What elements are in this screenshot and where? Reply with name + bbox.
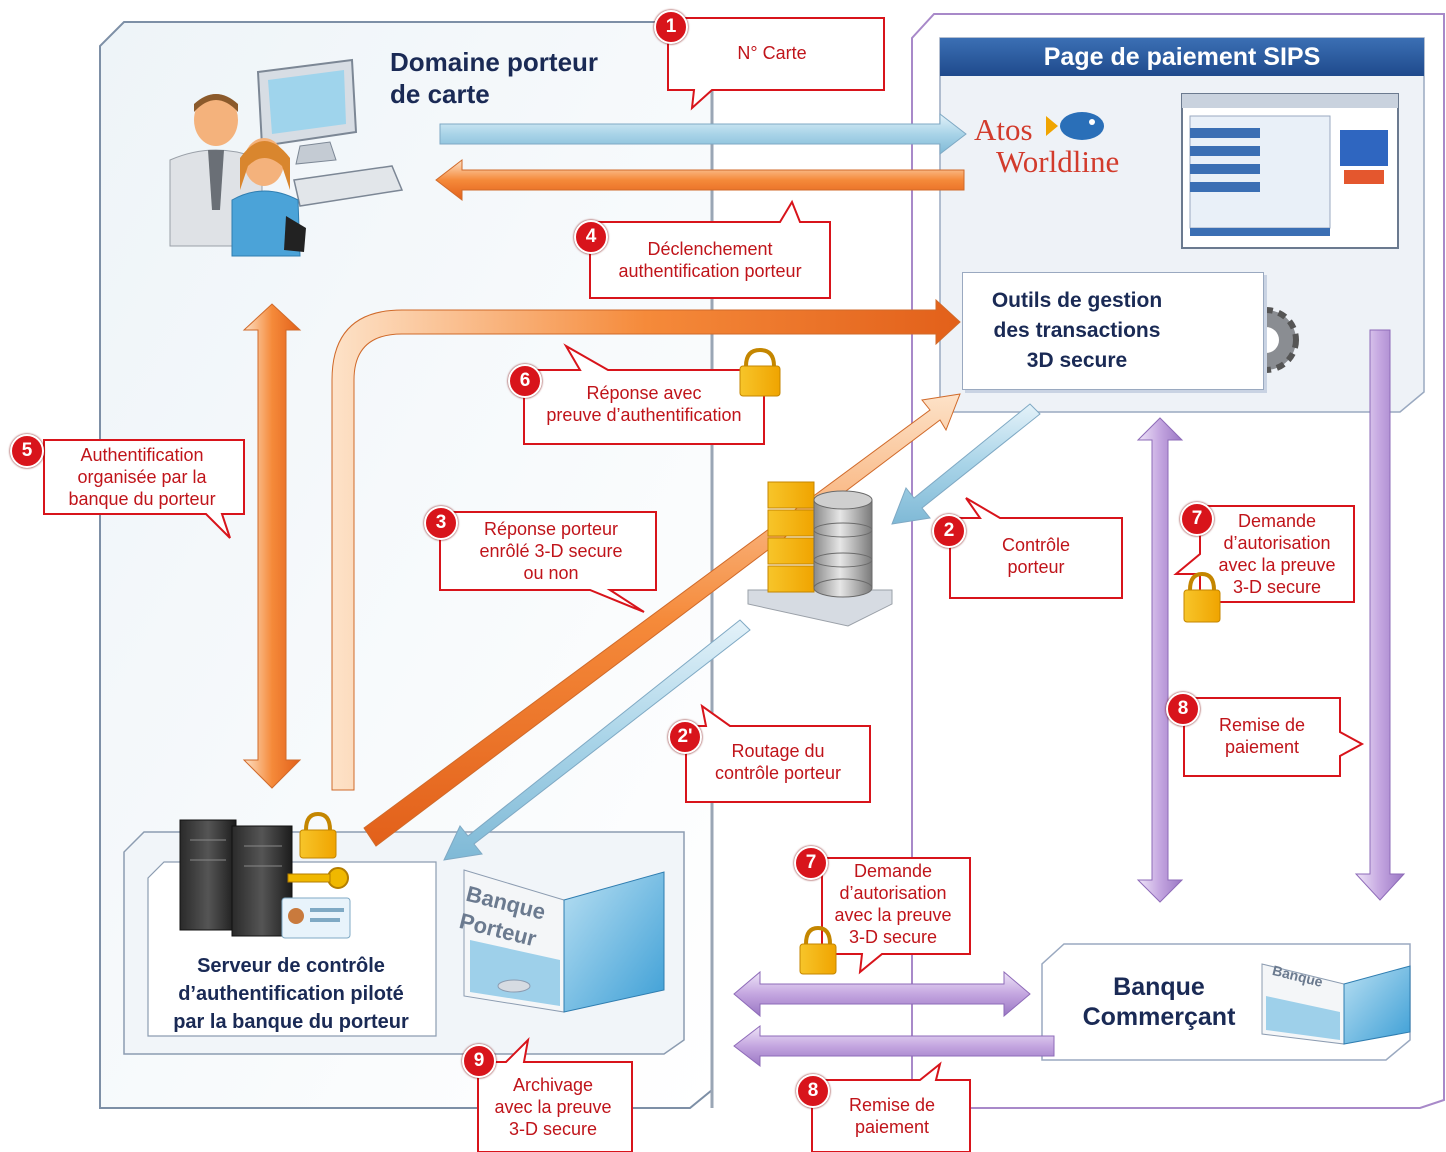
step-badge-7-bottom: 7: [794, 846, 828, 880]
step-text-auth-proof: Réponse avec preuve d’authentification: [546, 383, 742, 425]
merchant-bank-building: [1261, 963, 1411, 1045]
step-text-remittance-right: Remise de paiement: [1218, 715, 1306, 757]
payment-page-screenshot: [1181, 93, 1399, 249]
step-badge-3: 3: [424, 506, 458, 540]
arrow-payment-remittance: [733, 1024, 1055, 1068]
callout-1: [667, 17, 885, 111]
step-badge-8-bottom: 8: [796, 1074, 830, 1108]
callout-6: [523, 343, 765, 445]
arrow-bank-authentication: [242, 303, 302, 789]
auth-server-icon: [179, 819, 293, 937]
step-text-auth-trigger: Déclenchement authentification porteur: [618, 239, 802, 281]
callout-5: [43, 439, 245, 539]
padlock-icon-authorization-right: [1183, 571, 1221, 623]
step-badge-2prime: 2': [668, 720, 702, 754]
step-text-authorization-bottom: Demande d’autorisation avec la preuve 3-…: [834, 861, 952, 947]
cardholder-woman-icon: [231, 138, 306, 257]
step-text-enrolment-response: Réponse porteur enrôlé 3-D secure ou non: [479, 519, 623, 583]
cardholder-domain-title: Domaine porteur de carte: [390, 47, 599, 109]
step-badge-5: 5: [10, 434, 44, 468]
database-directory-icon: [747, 481, 893, 627]
step-badge-8-right: 8: [1166, 692, 1200, 726]
padlock-icon-server: [299, 811, 337, 859]
step-text-remittance-bottom: Remise de paiement: [848, 1095, 936, 1137]
arrow-auth-trigger: [435, 158, 965, 202]
callout-2prime: [685, 703, 871, 803]
padlock-icon-auth-proof: [739, 347, 781, 397]
callout-2: [949, 497, 1123, 599]
step-badge-4: 4: [574, 220, 608, 254]
cardholder-bank-building: [463, 869, 665, 1013]
step-text-cardholder-check: Contrôle porteur: [1001, 535, 1071, 577]
computer-icon: [256, 58, 404, 207]
arrow-auth-proof: [331, 298, 961, 791]
step-badge-2: 2: [932, 514, 966, 548]
arrow-check-routing: [443, 619, 751, 861]
auth-server-label: Serveur de contrôle d’authentification p…: [173, 955, 409, 1033]
step-badge-7-right: 7: [1180, 502, 1214, 536]
step-badge-1: 1: [654, 10, 688, 44]
step-text-card-number: N° Carte: [737, 43, 807, 63]
id-card-icon: [281, 897, 351, 939]
step-text-archiving: Archivage avec la preuve 3-D secure: [494, 1075, 612, 1139]
arrow-merchant-bank-down: [1354, 329, 1406, 901]
callout-9: [477, 1037, 633, 1152]
padlock-icon-authorization-bottom: [799, 925, 837, 975]
callout-8-bottom: [811, 1061, 971, 1152]
step-badge-9: 9: [462, 1044, 496, 1078]
step-text-authorization-right: Demande d’autorisation avec la preuve 3-…: [1218, 511, 1336, 597]
arrow-authorization-request: [733, 970, 1031, 1018]
arrow-card-number: [439, 112, 967, 156]
arrow-merchant-bank-double: [1136, 417, 1184, 903]
transaction-tools-box: [962, 272, 1264, 390]
step-badge-6: 6: [508, 364, 542, 398]
merchant-bank-label: Banque Commerçant: [1082, 973, 1236, 1031]
callout-7-right: [1173, 505, 1355, 603]
callout-8-right: [1183, 697, 1365, 777]
step-text-bank-authentication: Authentification organisée par la banque…: [68, 445, 216, 509]
sips-page-title: Page de paiement SIPS: [940, 38, 1424, 76]
key-icon: [287, 867, 349, 889]
atos-logo-text: Atos: [974, 112, 1033, 147]
callout-4: [589, 199, 831, 299]
worldline-logo-text: Worldline: [996, 144, 1120, 179]
transaction-tools-label: Outils de gestion des transactions 3D se…: [991, 289, 1163, 372]
arrow-cardholder-check: [891, 403, 1041, 525]
step-text-check-routing: Routage du contrôle porteur: [714, 741, 842, 783]
callout-3: [439, 511, 657, 613]
atos-fish-logo: [1046, 112, 1104, 140]
